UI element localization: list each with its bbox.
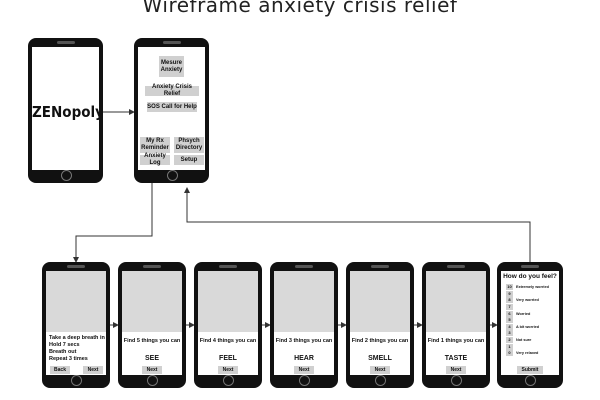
screen-see: Find 5 things you can SEE Next <box>122 271 182 375</box>
image-placeholder <box>426 271 486 332</box>
screen-splash: ZENopoly <box>32 47 99 170</box>
measure-anxiety-button[interactable]: Mesure Anxiety <box>159 56 184 77</box>
anxiety-log-button[interactable]: Anxiety Log <box>140 153 170 166</box>
screen-taste: Find 1 things you can TASTE Next <box>426 271 486 375</box>
rx-reminder-button[interactable]: My Rx Reminder <box>140 137 170 153</box>
home-button[interactable] <box>147 375 158 386</box>
connector-menu-to-breathing <box>73 183 153 263</box>
home-button[interactable] <box>451 375 462 386</box>
breathing-instructions: Take a deep breath in Hold 7 secs Breath… <box>49 335 105 363</box>
home-button[interactable] <box>299 375 310 386</box>
breathing-line: Take a deep breath in <box>49 335 105 341</box>
screen-breathing: Take a deep breath in Hold 7 secs Breath… <box>46 271 106 375</box>
step-prompt: Find 3 things you can <box>275 338 333 344</box>
breathing-line: Hold 7 secs <box>49 342 80 348</box>
scale-row[interactable]: 3 <box>506 330 549 337</box>
scale-row[interactable]: 7 <box>506 304 549 311</box>
screen-feel: Find 4 things you can FEEL Next <box>198 271 258 375</box>
step-sense: HEAR <box>294 355 314 362</box>
psych-directory-button[interactable]: Phsych Directory <box>174 137 204 153</box>
home-button[interactable] <box>71 375 82 386</box>
scale-row[interactable]: 9 <box>506 290 549 298</box>
next-button[interactable]: Next <box>83 366 103 374</box>
step-sense: SEE <box>144 355 159 362</box>
home-button[interactable] <box>223 375 234 386</box>
connector-feel-to-menu <box>184 187 531 262</box>
back-button[interactable]: Back <box>50 366 70 374</box>
app-logo: ZENopoly <box>32 103 99 121</box>
image-placeholder <box>122 271 182 332</box>
next-button[interactable]: Next <box>446 366 466 374</box>
home-button[interactable] <box>375 375 386 386</box>
step-sense: SMELL <box>368 355 392 362</box>
step-prompt: Find 1 things you can <box>427 338 485 344</box>
phone-smell: Find 2 things you can SMELL Next <box>346 262 414 388</box>
phone-menu: Mesure Anxiety Anxiety Crisis Relief SOS… <box>134 38 209 183</box>
step-sense: TASTE <box>444 355 468 362</box>
screen-smell: Find 2 things you can SMELL Next <box>350 271 410 375</box>
image-placeholder <box>274 271 334 332</box>
phone-taste: Find 1 things you can TASTE Next <box>422 262 490 388</box>
image-placeholder <box>350 271 410 332</box>
step-prompt: Find 5 things you can <box>123 338 181 344</box>
screen-menu: Mesure Anxiety Anxiety Crisis Relief SOS… <box>138 47 205 170</box>
setup-button[interactable]: Setup <box>174 155 204 165</box>
diagram-title: Wireframe anxiety crisis relief <box>142 0 458 17</box>
next-button[interactable]: Next <box>370 366 390 374</box>
home-button[interactable] <box>166 170 178 181</box>
scale-row[interactable]: 1 <box>506 343 549 350</box>
image-placeholder <box>198 271 258 332</box>
phone-splash: ZENopoly <box>28 38 103 183</box>
screen-hear: Find 3 things you can HEAR Next <box>274 271 334 375</box>
next-button[interactable]: Next <box>142 366 162 374</box>
image-placeholder <box>46 271 106 332</box>
home-button[interactable] <box>525 375 536 386</box>
step-prompt: Find 2 things you can <box>351 338 409 344</box>
phone-feel: Find 4 things you can FEEL Next <box>194 262 262 388</box>
scale-row[interactable]: 5 <box>506 317 549 324</box>
breathing-line: Repeat 3 times <box>49 356 88 362</box>
next-button[interactable]: Next <box>218 366 238 374</box>
step-prompt: Find 4 things you can <box>199 338 257 344</box>
phone-see: Find 5 things you can SEE Next <box>118 262 186 388</box>
feel-title: How do you feel? <box>503 273 557 280</box>
submit-button[interactable]: Submit <box>517 366 543 374</box>
home-button[interactable] <box>60 170 72 181</box>
phone-breathing: Take a deep breath in Hold 7 secs Breath… <box>42 262 110 388</box>
sos-call-button[interactable]: SOS Call for Help <box>147 102 197 112</box>
next-button[interactable]: Next <box>294 366 314 374</box>
step-sense: FEEL <box>219 355 237 362</box>
anxiety-crisis-relief-button[interactable]: Anxiety Crisis Relief <box>145 84 199 97</box>
phone-hear: Find 3 things you can HEAR Next <box>270 262 338 388</box>
breathing-line: Breath out <box>49 349 77 355</box>
